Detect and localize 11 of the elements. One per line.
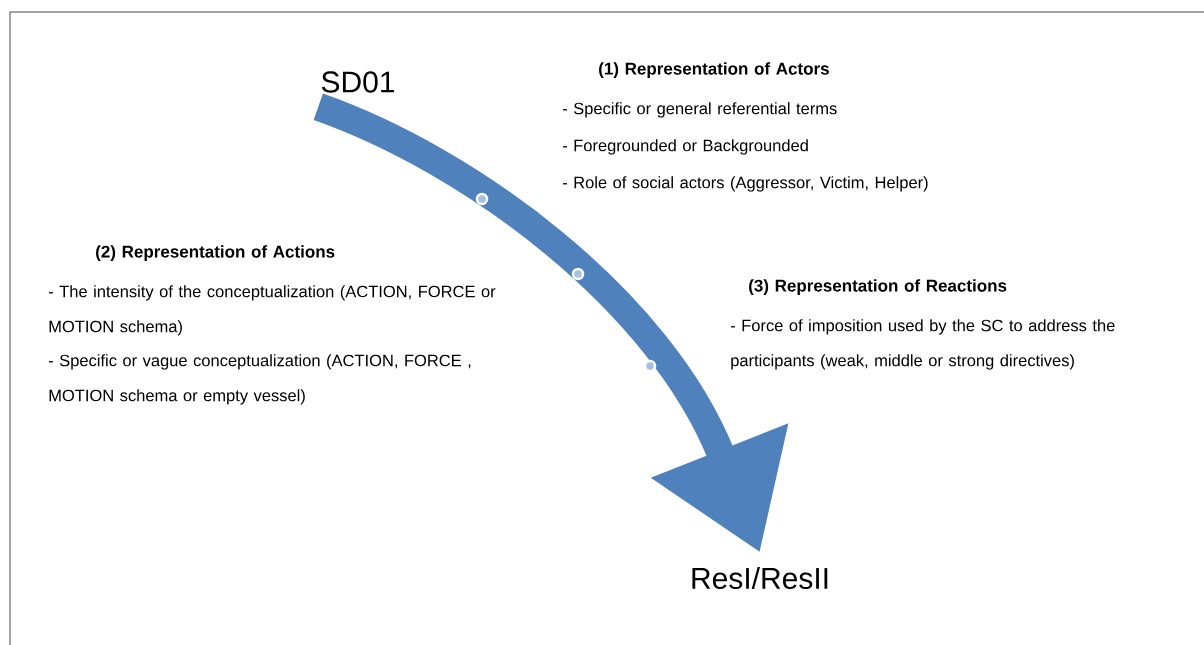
bullet-text: - Specific or vague conceptualization (ACTION, FORCE , MOTION schema or empty vessel) <box>48 354 471 405</box>
bullet-text: - Specific or general referential terms <box>562 102 837 118</box>
bullet-text: - Force of imposition used by the SC to address the participants (weak, middle or strong directives) <box>730 319 1115 370</box>
bullet-text: - The intensity of the conceptualization (ACTION, FORCE or MOTION schema) <box>48 285 496 336</box>
bullet-text: - Foregrounded or Backgrounded <box>562 139 808 155</box>
node-text: ResI/ResII <box>692 567 828 590</box>
heading-text: (1) Representation of Actors <box>599 62 829 79</box>
node-text: SD01 <box>321 71 395 93</box>
heading-text: (3) Representation of Reactions <box>749 279 1007 296</box>
bullet-text: - Role of social actors (Aggressor, Victim, Helper) <box>562 176 928 192</box>
heading-text: (2) Representation of Actions <box>96 245 335 262</box>
